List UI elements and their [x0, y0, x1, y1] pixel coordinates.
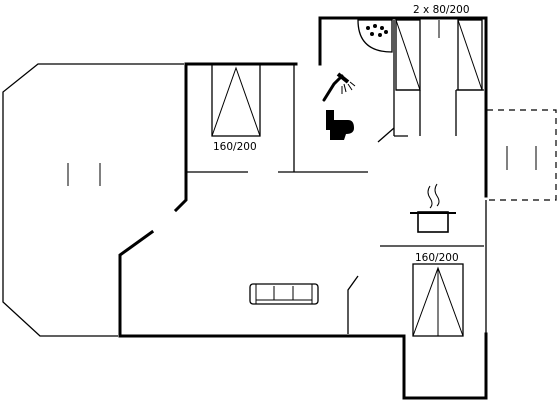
label-top-beds: 2 x 80/200: [413, 4, 470, 16]
interior-walls: [186, 20, 487, 334]
bed-single-right: [457, 19, 483, 91]
bed-single-left: [395, 19, 421, 91]
shower-icon: [322, 72, 356, 102]
cooking-pot-icon: [410, 183, 456, 233]
bed-double-middle: [211, 63, 261, 137]
sofa-icon: [249, 283, 319, 305]
toilet-icon: [326, 110, 354, 140]
bed-double-lower-right: [412, 263, 464, 337]
terrace-right: [487, 109, 557, 201]
label-lower-right-bed: 160/200: [415, 252, 459, 264]
terrace-left: [2, 63, 184, 337]
exterior-walls: [118, 16, 488, 400]
label-middle-bed: 160/200: [213, 141, 257, 153]
whirlpool-icon: [357, 19, 393, 53]
